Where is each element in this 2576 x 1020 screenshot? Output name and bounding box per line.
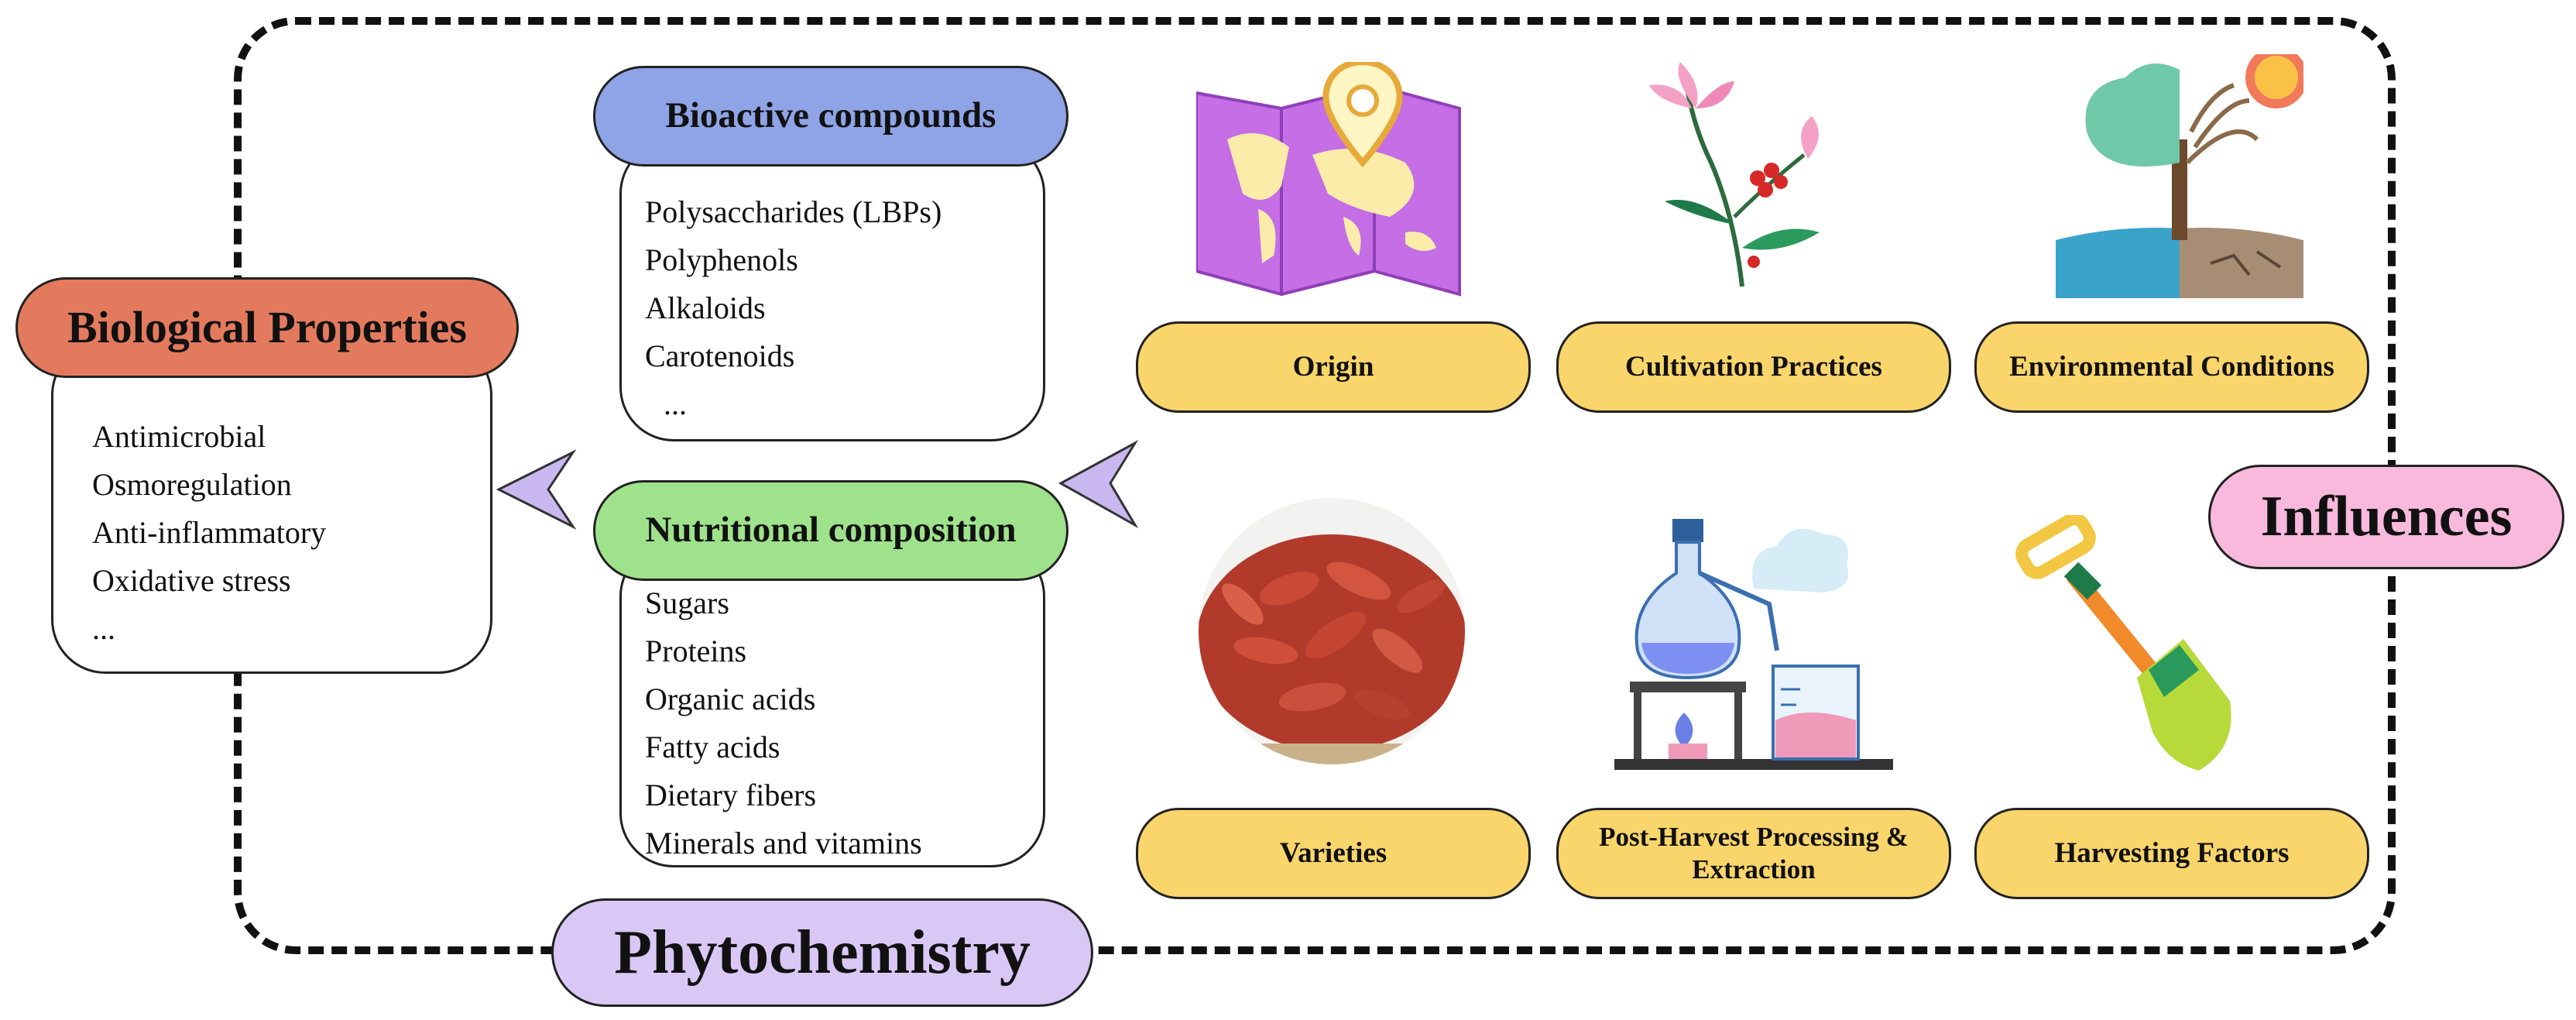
influences-label: Influences — [2208, 465, 2564, 569]
bioactive-compounds-title: Bioactive compounds — [593, 66, 1068, 167]
list-item: Proteins — [645, 634, 747, 668]
list-item: Alkaloids — [645, 290, 766, 325]
bioactive-compounds-box: Polysaccharides (LBPs) Polyphenols Alkal… — [619, 139, 1045, 441]
phytochemistry-label: Phytochemistry — [551, 898, 1093, 1007]
nutritional-composition-title: Nutritional composition — [593, 480, 1068, 581]
factor-cultivation: Cultivation Practices — [1556, 321, 1951, 413]
factor-post-harvest: Post-Harvest Processing & Extraction — [1556, 808, 1951, 899]
list-item: Organic acids — [645, 682, 816, 716]
goji-berries-photo-icon — [1199, 498, 1465, 764]
tree-sun-drought-icon — [2056, 54, 2303, 298]
list-item: Minerals and vitamins — [645, 826, 922, 860]
list-item: Anti-inflammatory — [92, 515, 327, 550]
list-item: ... — [92, 611, 115, 646]
factor-varieties: Varieties — [1136, 808, 1531, 899]
factor-harvesting: Harvesting Factors — [1974, 808, 2369, 899]
list-item: Fatty acids — [645, 730, 780, 764]
nutritional-composition-box: Sugars Proteins Organic acids Fatty acid… — [619, 542, 1045, 867]
factor-origin: Origin — [1136, 321, 1531, 413]
left-arrow-icon — [1058, 440, 1139, 529]
list-item: Polysaccharides (LBPs) — [645, 194, 942, 229]
biological-properties-box: Antimicrobial Osmoregulation Anti-inflam… — [51, 341, 492, 674]
list-item: Polyphenols — [645, 242, 798, 277]
list-item: Carotenoids — [645, 338, 795, 373]
list-item: ... — [664, 386, 687, 421]
left-arrow-icon — [496, 449, 577, 530]
list-item: Osmoregulation — [92, 467, 292, 502]
lab-distillation-icon — [1614, 519, 1893, 770]
shovel-icon — [2015, 515, 2231, 771]
list-item: Antimicrobial — [92, 419, 266, 454]
list-item: Dietary fibers — [645, 778, 817, 812]
biological-properties-title: Biological Properties — [15, 277, 519, 378]
list-item: Oxidative stress — [92, 563, 291, 598]
factor-environmental: Environmental Conditions — [1974, 321, 2369, 413]
world-map-pin-icon — [1196, 62, 1461, 297]
flowering-branch-icon — [1649, 62, 1820, 287]
list-item: Sugars — [645, 586, 729, 620]
